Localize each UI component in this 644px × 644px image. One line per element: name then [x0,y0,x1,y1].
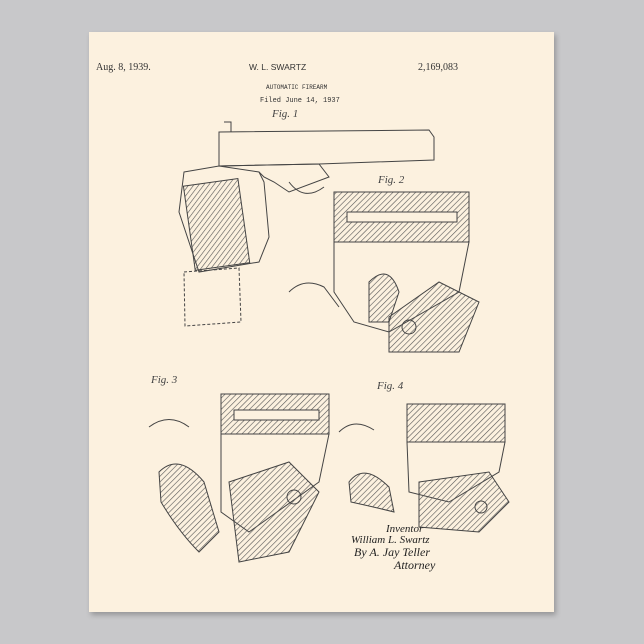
attorney-label: Attorney [394,560,435,571]
patent-drawing [89,32,554,612]
patent-poster: Aug. 8, 1939. W. L. SWARTZ 2,169,083 AUT… [89,32,554,612]
fig-4-mechanism [339,404,509,532]
fig-3-mechanism [149,394,329,562]
attorney-signature: By A. Jay Teller [354,547,430,558]
fig-2-mechanism [289,192,479,352]
